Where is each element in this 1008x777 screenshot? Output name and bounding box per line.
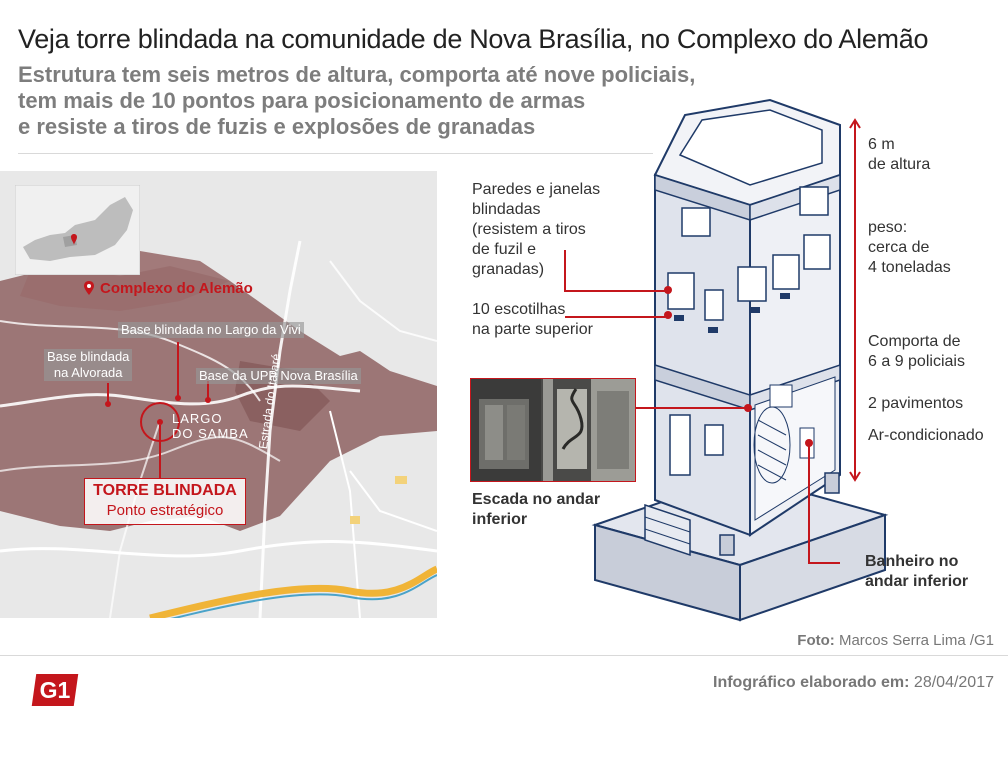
stairs-line2: inferior [472, 511, 528, 528]
base-upp-label: Base da UPP Nova Brasília [196, 368, 361, 384]
subtitle-line-1: Estrutura tem seis metros de altura, com… [18, 62, 696, 87]
g1-logo: G1 [31, 674, 79, 706]
largo-do-samba-label: LARGO DO SAMBA [172, 411, 249, 441]
info-date: 28/04/2017 [913, 674, 994, 691]
walls-line4: de fuzil e [472, 241, 537, 258]
stairs-line1: Escada no andar [472, 491, 601, 508]
height-line2: de altura [868, 156, 931, 173]
weight-line3: 4 toneladas [868, 259, 951, 276]
walls-line5: granadas) [472, 261, 545, 278]
weight-label: peso: cerca de 4 toneladas [868, 218, 951, 278]
walls-line1: Paredes e janelas [472, 181, 601, 198]
stairs-photo [470, 378, 636, 482]
subtitle-line-3: e resiste a tiros de fuzis e explosões d… [18, 114, 536, 139]
complexo-text: Complexo do Alemão [100, 280, 253, 297]
walls-line2: blindadas [472, 201, 541, 218]
subtitle-line-2: tem mais de 10 pontos para posicionament… [18, 88, 586, 113]
walls-line3: (resistem a tiros [472, 221, 586, 238]
bathroom-line1: Banheiro no [865, 553, 959, 570]
footer-divider [0, 655, 1008, 656]
location-pin-icon [71, 234, 77, 245]
torre-title: TORRE BLINDADA [93, 482, 237, 499]
stairs-label: Escada no andar inferior [472, 490, 600, 530]
complexo-label: Complexo do Alemão [84, 280, 253, 297]
hatches-line2: na parte superior [472, 321, 593, 338]
bathroom-label: Banheiro no andar inferior [865, 552, 968, 592]
subtitle: Estrutura tem seis metros de altura, com… [18, 62, 718, 140]
base-vivi-label: Base blindada no Largo da Vivi [118, 322, 304, 338]
photo-credit-name: Marcos Serra Lima /G1 [838, 632, 994, 649]
height-line1: 6 m [868, 136, 895, 153]
infographic-date: Infográfico elaborado em: 28/04/2017 [713, 674, 994, 692]
capacity-label: Comporta de 6 a 9 policiais [868, 332, 965, 372]
weight-line1: peso: [868, 219, 908, 236]
capacity-line2: 6 a 9 policiais [868, 353, 965, 370]
tower-leader-lines [564, 250, 840, 564]
largo-line1: LARGO [172, 411, 223, 426]
base-alvorada-label: Base blindada na Alvorada [44, 349, 133, 381]
floors-label: 2 pavimentos [868, 395, 964, 412]
largo-line2: DO SAMBA [172, 426, 249, 441]
hatches-line1: 10 escotilhas [472, 301, 566, 318]
info-prefix: Infográfico elaborado em: [713, 674, 910, 691]
ac-label: Ar-condicionado [868, 427, 984, 444]
location-pin-icon [84, 281, 94, 295]
torre-callout: TORRE BLINDADA Ponto estratégico [84, 478, 246, 525]
g1-logo-text: G1 [39, 677, 71, 703]
weight-line2: cerca de [868, 239, 930, 256]
bathroom-line2: andar inferior [865, 573, 969, 590]
photo-prefix: Foto: [797, 632, 835, 649]
locator-inset-map [15, 185, 140, 275]
torre-subtitle: Ponto estratégico [106, 502, 224, 519]
walls-label: Paredes e janelas blindadas (resistem a … [472, 180, 600, 280]
capacity-line1: Comporta de [868, 333, 961, 350]
photo-credit: Foto: Marcos Serra Lima /G1 [797, 632, 994, 649]
header-divider [18, 153, 653, 154]
hatches-label: 10 escotilhas na parte superior [472, 300, 593, 340]
base-alvorada-line1: Base blindada [47, 349, 130, 364]
page-title: Veja torre blindada na comunidade de Nov… [18, 24, 929, 54]
base-alvorada-line2: na Alvorada [53, 365, 123, 380]
height-label: 6 m de altura [868, 135, 930, 175]
